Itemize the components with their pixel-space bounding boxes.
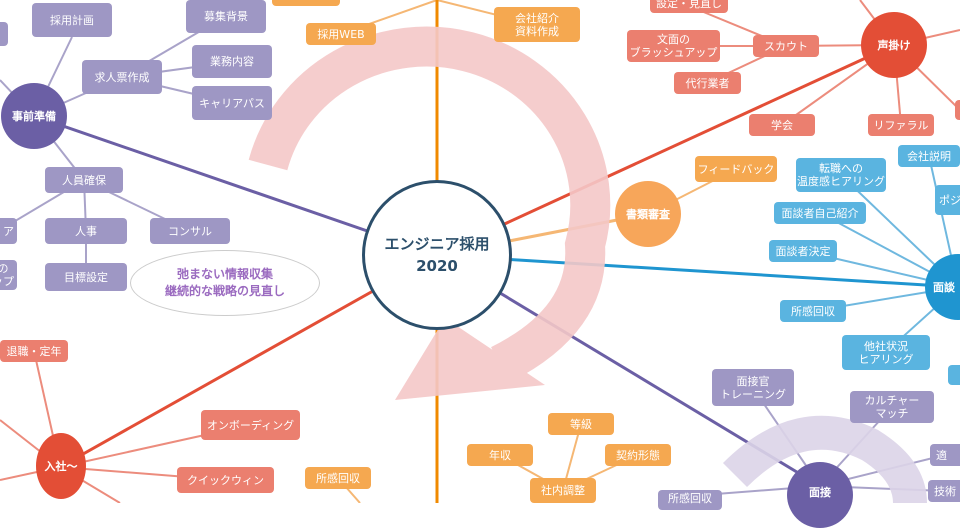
node-screen-hub[interactable]: 書類審査: [615, 181, 681, 247]
node-interview-hub[interactable]: 面接: [787, 462, 853, 528]
memo-line2: 継続的な戦略の見直し: [164, 284, 285, 298]
node-cut-2[interactable]: の ップ: [0, 260, 17, 290]
node-jd[interactable]: 求人票作成: [82, 60, 162, 94]
node-agency[interactable]: 代行業者: [674, 72, 741, 94]
node-cut[interactable]: [0, 22, 8, 46]
node-contract[interactable]: 契約形態: [605, 444, 671, 466]
node-scout[interactable]: スカウト: [753, 35, 819, 57]
central-topic[interactable]: エンジニア採用 2020: [362, 180, 512, 330]
node-copy[interactable]: 文面の ブラッシュアップ: [627, 30, 720, 62]
node-culture[interactable]: カルチャー マッチ: [850, 391, 934, 423]
node-bg[interactable]: 募集背景: [186, 0, 266, 33]
node-other-companies[interactable]: 他社状況 ヒアリング: [842, 335, 930, 370]
node-review-orange[interactable]: 所感回収: [305, 467, 371, 489]
node-temperature[interactable]: 転職への 温度感ヒアリング: [796, 158, 886, 192]
node-review-purple[interactable]: 所感回収: [658, 490, 722, 510]
connector-lines: [0, 0, 960, 503]
node-review-blue[interactable]: 所感回収: [780, 300, 846, 322]
node-training[interactable]: 面接官 トレーニング: [712, 369, 794, 406]
node-position[interactable]: ポジ: [935, 185, 960, 215]
node-cut-1[interactable]: ア: [0, 218, 17, 244]
node-quickwin[interactable]: クイックウィン: [177, 467, 274, 493]
interview-arc: [722, 415, 927, 503]
node-cut-top[interactable]: [272, 0, 340, 6]
node-staff[interactable]: 人員確保: [45, 167, 123, 193]
cycle-arrow: [248, 26, 611, 400]
memo-ellipse: 弛まない情報収集継続的な戦略の見直し: [130, 250, 320, 316]
node-plan[interactable]: 採用計画: [32, 3, 112, 37]
node-decide[interactable]: 面談者決定: [769, 240, 837, 262]
node-deck[interactable]: 会社紹介 資料作成: [494, 7, 580, 42]
node-consult[interactable]: コンサル: [150, 218, 230, 244]
node-web[interactable]: 採用WEB: [306, 23, 376, 45]
central-year: 2020: [416, 257, 458, 275]
central-title: エンジニア採用: [384, 235, 490, 253]
node-conference[interactable]: 学会: [749, 114, 815, 136]
node-cut-blue[interactable]: [948, 365, 960, 385]
node-hr[interactable]: 人事: [45, 218, 127, 244]
node-company[interactable]: 会社説明: [898, 145, 960, 167]
node-grade[interactable]: 等級: [548, 413, 614, 435]
node-duty[interactable]: 業務内容: [192, 45, 272, 78]
node-prep-hub[interactable]: 事前準備: [1, 83, 67, 149]
node-cut-purple[interactable]: 適: [930, 444, 960, 466]
node-internal[interactable]: 社内調整: [530, 478, 596, 503]
node-cut-red[interactable]: [955, 100, 960, 120]
node-intro[interactable]: 面談者自己紹介: [774, 202, 866, 224]
node-career[interactable]: キャリアパス: [192, 86, 272, 120]
node-retire[interactable]: 退職・定年: [0, 340, 68, 362]
node-outreach-hub[interactable]: 声掛け: [861, 12, 927, 78]
node-tech[interactable]: 技術: [928, 480, 960, 502]
node-onboard[interactable]: オンボーディング: [201, 410, 300, 440]
node-setting[interactable]: 設定・見直し: [650, 0, 728, 13]
node-referral[interactable]: リファラル: [868, 114, 934, 136]
memo-line1: 弛まない情報収集: [176, 267, 273, 281]
node-join-hub[interactable]: 入社〜: [36, 433, 86, 499]
node-goal[interactable]: 目標設定: [45, 263, 127, 291]
node-feedback[interactable]: フィードバック: [695, 156, 777, 182]
node-salary[interactable]: 年収: [467, 444, 533, 466]
